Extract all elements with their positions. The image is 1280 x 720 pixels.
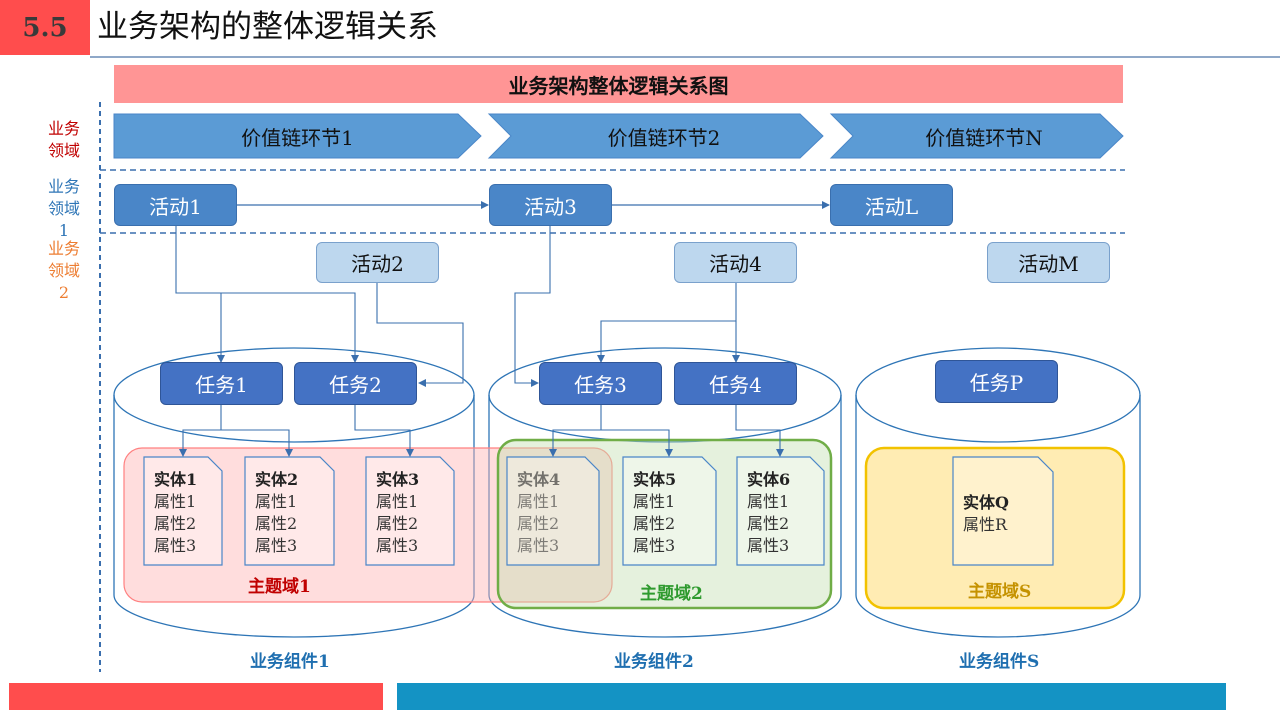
header-divider (90, 56, 1280, 58)
task-2: 任务2 (294, 362, 417, 405)
entity-5-document (622, 456, 717, 566)
entity-attribute: 属性3 (255, 536, 298, 555)
link-task4-entity6 (735, 405, 784, 457)
entity-attribute: 属性1 (154, 492, 197, 511)
component-s-label: 业务组件S (959, 652, 1040, 672)
subject-domain-s-label: 主题域S (968, 582, 1032, 602)
link-task3-entity5 (601, 429, 673, 457)
entity-name: 实体3 (376, 470, 420, 489)
value-chain-2-label: 价值链环节2 (607, 125, 721, 150)
activity-m: 活动M (987, 242, 1110, 283)
value-chain-n-label: 价值链环节N (925, 125, 1043, 150)
entity-attribute: 属性2 (633, 514, 676, 533)
entity-attribute: 属性3 (154, 536, 197, 555)
link-task2-entity3 (354, 405, 414, 457)
side-label-domain2: 业务 领域2 (44, 238, 84, 304)
component-cylinder-s (855, 347, 1141, 638)
activity-4: 活动4 (674, 242, 797, 283)
entity-attribute: 属性3 (517, 536, 560, 555)
entity-attribute: 属性1 (747, 492, 790, 511)
entity-attribute: 属性1 (517, 492, 560, 511)
task-3: 任务3 (539, 362, 662, 405)
subject-domain-2-label: 主题域2 (640, 584, 703, 604)
entity-2-document (244, 456, 335, 566)
component-cylinder-2 (488, 347, 842, 638)
link-task3-entity4 (549, 405, 602, 457)
entity-3-document (365, 456, 455, 566)
link-task1-entity2 (221, 429, 293, 457)
entity-1: 实体1 属性1 属性2 属性3 (144, 461, 222, 557)
link-activity4-task3 (597, 283, 737, 363)
entity-attribute: 属性2 (255, 514, 298, 533)
activity-l: 活动L (830, 184, 953, 226)
side-label-line: 业务 (47, 119, 80, 138)
entity-6-document (736, 456, 825, 566)
footer-bar-blue (397, 683, 1226, 710)
component-2-label: 业务组件2 (614, 652, 694, 672)
side-label-line: 领域 (47, 141, 80, 160)
link-activity1-task1 (175, 226, 225, 363)
value-chain-1-label: 价值链环节1 (241, 125, 354, 150)
entity-q-document (952, 456, 1054, 566)
entity-name: 实体6 (747, 470, 791, 489)
task-p: 任务P (935, 360, 1058, 403)
entity-1-document (143, 456, 223, 566)
side-label-line: 领域1 (47, 199, 80, 240)
subject-domain-1-label: 主题域1 (248, 577, 311, 597)
value-chain-chevron-1 (113, 113, 482, 159)
section-number-badge: 5.5 (0, 0, 90, 55)
entity-attribute: 属性3 (633, 536, 676, 555)
entity-attribute: 属性R (963, 515, 1008, 534)
task-1: 任务1 (160, 362, 283, 405)
entity-name: 实体4 (517, 470, 561, 489)
link-activity3-task3 (514, 226, 551, 387)
entity-attribute: 属性2 (747, 514, 790, 533)
subject-domain-s-region (864, 446, 1126, 610)
entity-attribute: 属性1 (255, 492, 298, 511)
entity-attribute: 属性2 (376, 514, 419, 533)
value-chain-chevron-2 (487, 113, 824, 159)
side-label-domain1: 业务 领域1 (44, 176, 84, 242)
entity-attribute: 属性1 (633, 492, 676, 511)
footer-bar-red (9, 683, 383, 710)
page-title: 业务架构的整体逻辑关系 (97, 9, 438, 45)
section-number: 5.5 (22, 12, 68, 43)
diagram-banner: 业务架构整体逻辑关系图 (114, 65, 1123, 103)
activity-1: 活动1 (114, 184, 237, 226)
component-1-label: 业务组件1 (250, 652, 330, 672)
side-label-line: 业务 (47, 239, 80, 258)
side-label-line: 领域2 (47, 261, 80, 302)
entity-4-document (506, 456, 600, 566)
activity-2: 活动2 (316, 242, 439, 283)
entity-attribute: 属性3 (747, 536, 790, 555)
entity-attribute: 属性3 (376, 536, 419, 555)
side-label-line: 业务 (47, 177, 80, 196)
entity-attribute: 属性1 (376, 492, 419, 511)
entity-name: 实体5 (633, 470, 677, 489)
entity-5: 实体5 属性1 属性2 属性3 (623, 461, 716, 557)
side-label-business-domain: 业务 领域 (44, 118, 84, 162)
link-activity2-task2 (376, 283, 464, 387)
activity-3: 活动3 (489, 184, 612, 226)
entity-q: 实体Q 属性R (953, 484, 1053, 536)
link-task1-entity1 (179, 405, 222, 457)
entity-name: 实体1 (154, 470, 198, 489)
entity-4: 实体4 属性1 属性2 属性3 (507, 461, 599, 557)
value-chain-chevron-3 (829, 113, 1124, 159)
entity-3: 实体3 属性1 属性2 属性3 (366, 461, 454, 557)
entity-6: 实体6 属性1 属性2 属性3 (737, 461, 824, 557)
link-activity1-task2 (221, 292, 359, 363)
entity-name: 实体2 (255, 470, 299, 489)
entity-attribute: 属性2 (154, 514, 197, 533)
subject-domain-2-region (496, 438, 833, 610)
component-cylinder-1 (113, 347, 475, 638)
task-4: 任务4 (674, 362, 797, 405)
entity-2: 实体2 属性1 属性2 属性3 (245, 461, 334, 557)
entity-attribute: 属性2 (517, 514, 560, 533)
subject-domain-1-region (123, 447, 613, 603)
entity-name: 实体Q (963, 493, 1009, 512)
